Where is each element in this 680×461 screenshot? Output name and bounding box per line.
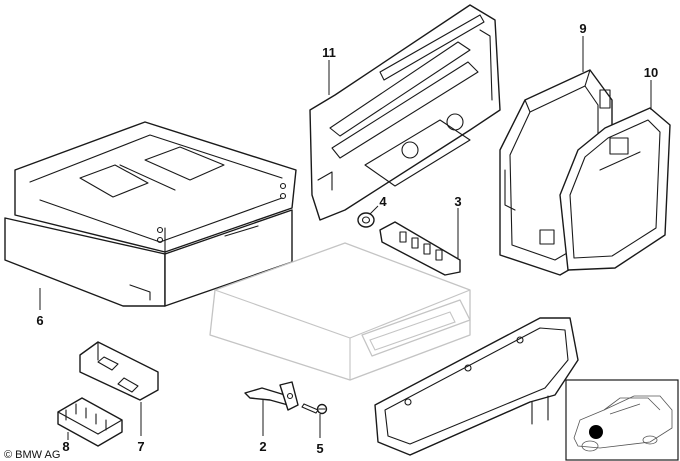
location-marker-icon bbox=[589, 425, 603, 439]
part-3-holder-strip bbox=[379, 221, 461, 276]
callout-label: 5 bbox=[316, 441, 323, 456]
callout-label: 4 bbox=[379, 194, 387, 209]
lower-cover bbox=[374, 317, 579, 456]
copyright-notice: © BMW AG bbox=[4, 449, 60, 461]
part-6-mounting-box bbox=[4, 121, 297, 307]
part-11-cover-panel bbox=[309, 4, 501, 221]
part-8-clip bbox=[57, 397, 123, 447]
callout-label: 2 bbox=[259, 439, 266, 454]
part-2-holder bbox=[244, 381, 299, 411]
part-5-screw bbox=[301, 403, 328, 415]
part-4-grommet bbox=[357, 212, 375, 228]
callout-label: 10 bbox=[644, 65, 658, 80]
callout-label: 9 bbox=[579, 21, 586, 36]
callout-label: 7 bbox=[137, 439, 144, 454]
vehicle-locator-inset bbox=[565, 379, 679, 461]
part-10-lid bbox=[559, 107, 671, 271]
part-7-bracket bbox=[79, 341, 159, 401]
callout-label: 11 bbox=[322, 45, 336, 60]
control-unit-ghost bbox=[209, 242, 471, 381]
leader-lines bbox=[39, 36, 652, 440]
callout-label: 6 bbox=[36, 313, 43, 328]
callout-label: 8 bbox=[62, 439, 69, 454]
callout-label: 3 bbox=[454, 194, 461, 209]
